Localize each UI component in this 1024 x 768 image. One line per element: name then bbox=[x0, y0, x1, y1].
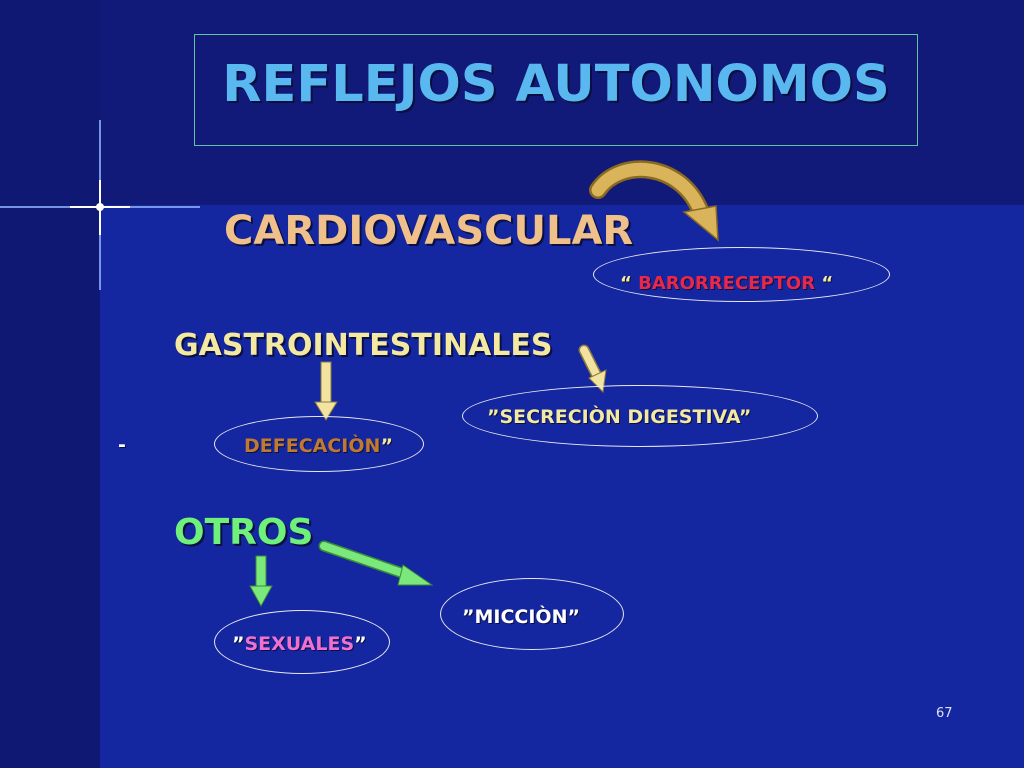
secrecion-label: ”SECRECIÒN DIGESTIVA” bbox=[487, 406, 752, 428]
miccion-label: ”MICCIÒN” bbox=[462, 606, 580, 628]
sexuales-word: SEXUALES bbox=[244, 633, 355, 655]
background-left bbox=[0, 0, 100, 768]
cardiovascular-label: CARDIOVASCULAR bbox=[224, 208, 634, 254]
baroreceptor-word: BARORRECEPTOR bbox=[638, 273, 816, 294]
slide-title: REFLEJOS AUTONOMOS bbox=[222, 55, 890, 114]
slide-number: 67 bbox=[936, 706, 953, 721]
baroreceptor-ellipse bbox=[593, 247, 890, 302]
sexuales-label: ”SEXUALES” bbox=[232, 633, 367, 655]
green-arrow-down-icon bbox=[249, 555, 273, 608]
baroreceptor-close-quote: “ bbox=[815, 273, 834, 294]
sparkle-icon bbox=[0, 120, 200, 290]
otros-label: OTROS bbox=[174, 512, 314, 553]
gastrointestinales-label: GASTROINTESTINALES bbox=[174, 328, 553, 363]
sexuales-ellipse bbox=[214, 610, 390, 674]
defecacion-label: DEFECACIÒN” bbox=[244, 435, 393, 457]
background-main bbox=[100, 205, 1024, 768]
secrecion-ellipse bbox=[462, 385, 818, 447]
green-arrow-diagonal-icon bbox=[318, 540, 434, 586]
title-box bbox=[194, 34, 918, 146]
curved-arrow-icon bbox=[589, 160, 719, 242]
defecacion-close-quote: ” bbox=[380, 435, 393, 457]
defecacion-ellipse bbox=[214, 416, 424, 472]
arrow-diagonal-icon bbox=[578, 344, 607, 394]
miccion-ellipse bbox=[440, 578, 624, 650]
baroreceptor-label: “ BARORRECEPTOR “ bbox=[620, 273, 833, 294]
sexuales-close-quote: ” bbox=[354, 633, 367, 655]
arrow-down-icon bbox=[314, 361, 338, 421]
sexuales-open-quote: ” bbox=[232, 633, 245, 655]
defecacion-word: DEFECACIÒN bbox=[244, 435, 381, 457]
list-dash: - bbox=[118, 434, 126, 456]
baroreceptor-open-quote: “ bbox=[620, 273, 639, 294]
